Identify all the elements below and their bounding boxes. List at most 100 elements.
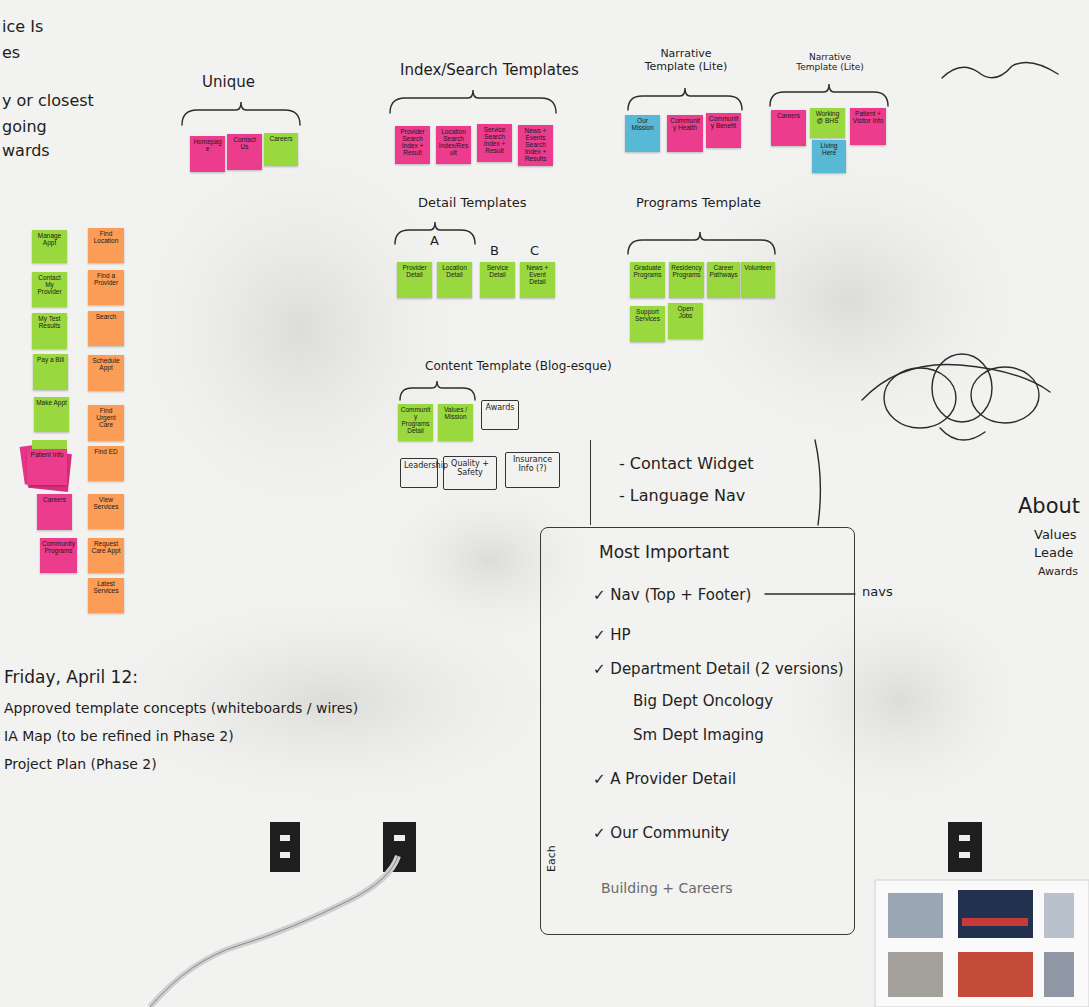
sticky-note: Contact My Provider	[32, 272, 67, 307]
curly-bracket	[400, 381, 475, 400]
board-label: Detail Templates	[418, 196, 527, 211]
printout-photo	[1044, 952, 1074, 997]
eraser-smudge	[370, 470, 610, 650]
board-label: Narrative Template (Lite)	[790, 52, 870, 73]
sticky-note: My Test Results	[32, 313, 67, 349]
sticky-note: Provider Search Index + Result	[395, 126, 430, 164]
note-text: Patient + Visitor Info	[852, 110, 884, 124]
note-text: Insurance Info (?)	[509, 456, 556, 474]
board-label: Approved template concepts (whiteboards …	[4, 700, 358, 716]
sticky-note: Find ED	[88, 446, 124, 481]
board-label: y or closest	[2, 92, 94, 110]
board-text: ✓ Nav (Top + Footer)	[593, 586, 751, 604]
printout-photo	[888, 952, 943, 997]
note-text: Our Mission	[627, 117, 658, 131]
outlet-plate	[383, 822, 416, 872]
board-text: Sm Dept Imaging	[633, 726, 764, 744]
cable	[150, 856, 398, 1007]
drawn-box: - Contact Widget- Language Nav	[590, 440, 818, 525]
curly-bracket	[182, 102, 300, 125]
board-label: Unique	[202, 74, 255, 91]
note-text: Community Programs Detail	[400, 406, 431, 434]
board-label: Values	[1034, 528, 1076, 543]
note-text: Careers	[266, 135, 296, 142]
bracket-line	[815, 440, 820, 525]
printout-band	[962, 918, 1028, 926]
board-label: going	[2, 118, 47, 136]
note-text: Working @ BHS	[812, 110, 843, 124]
board-text: Most Important	[599, 542, 729, 562]
board-label: Narrative Template (Lite)	[640, 48, 732, 73]
board-label: Awards	[1038, 566, 1078, 579]
printouts	[875, 880, 1089, 1007]
outlet-slot	[280, 852, 290, 858]
sticky-note: Careers	[37, 494, 72, 530]
sticky-note: Schedule Appt	[88, 355, 124, 391]
board-label: B	[490, 244, 499, 259]
sticky-note: Search	[88, 311, 124, 346]
note-text: My Test Results	[34, 315, 65, 329]
sticky-note: Find Location	[88, 228, 124, 263]
printout-photo	[958, 890, 1033, 938]
board-label: navs	[862, 585, 893, 600]
curly-bracket	[628, 88, 742, 110]
outlet-slot	[959, 852, 970, 858]
curly-bracket	[770, 84, 888, 106]
board-label: C	[530, 244, 539, 259]
board-label: es	[2, 44, 20, 62]
note-text: Community Benefit	[708, 115, 739, 129]
sticky-note: Patient + Visitor Info	[850, 108, 886, 145]
scribble-loop	[971, 367, 1039, 423]
board-label: Leade	[1034, 546, 1073, 561]
scribble-loop	[884, 368, 956, 428]
cable-edge	[150, 856, 398, 1007]
sticky-note: Homepage	[190, 136, 225, 172]
sticky-note: Find Urgent Care	[88, 405, 124, 441]
note-text: View Services	[90, 496, 122, 510]
sticky-note: Working @ BHS	[810, 108, 845, 138]
sticky-note: Service Search Index + Result	[477, 124, 512, 162]
board-label: IA Map (to be refined in Phase 2)	[4, 728, 234, 744]
sticky-note: News + Event Detail	[520, 262, 555, 298]
board-text: ✓ Our Community	[593, 824, 729, 842]
sticky-note: Community Benefit	[706, 113, 741, 148]
note-text: Community Programs	[42, 540, 75, 554]
sticky-note: Our Mission	[625, 115, 660, 152]
curly-bracket	[628, 232, 775, 254]
note-text: Manage Appt	[34, 232, 65, 246]
sticky-note: Residency Programs	[669, 262, 704, 298]
sticky-note: Values / Mission	[438, 404, 473, 441]
sticky-note: Pay a Bill	[33, 354, 68, 390]
outlet-slot	[280, 835, 290, 841]
board-label: A	[430, 234, 439, 249]
scribble-line	[862, 364, 1050, 400]
sticky-note: Careers	[264, 133, 298, 166]
outlined-box: Quality + Safety	[443, 456, 497, 490]
outlined-box: Insurance Info (?)	[505, 452, 560, 488]
note-text: Find Location	[90, 230, 122, 244]
note-text: Career Pathways	[709, 264, 738, 278]
board-label: About	[1018, 494, 1080, 518]
note-text: Latest Services	[90, 580, 122, 594]
eraser-smudge	[650, 140, 1050, 460]
sticky-note: Request Care Appt	[88, 538, 124, 573]
drawn-box: Most Important✓ Nav (Top + Footer)✓ HP✓ …	[540, 527, 855, 935]
note-text: Provider Detail	[399, 264, 430, 278]
board-label: Friday, April 12:	[4, 668, 138, 688]
sticky-note: News + Events Search Index + Results	[518, 125, 553, 166]
sticky-note: Provider Detail	[397, 262, 432, 298]
curly-bracket	[390, 90, 556, 113]
note-text: Service Search Index + Result	[479, 126, 510, 154]
board-text: - Language Nav	[619, 486, 745, 505]
board-label: Programs Template	[636, 196, 761, 211]
eraser-smudge	[110, 120, 490, 540]
note-text: Careers	[39, 496, 70, 503]
sticky-note: Latest Services	[88, 578, 124, 613]
note-text: Contact My Provider	[34, 274, 65, 295]
note-text: Open Jobs	[670, 305, 701, 319]
sticky-note: Patient Info	[27, 449, 67, 485]
sticky-note: Community Programs Detail	[398, 404, 433, 441]
board-text: Big Dept Oncology	[633, 692, 773, 710]
note-text: Location Search Index/Result	[438, 128, 469, 156]
